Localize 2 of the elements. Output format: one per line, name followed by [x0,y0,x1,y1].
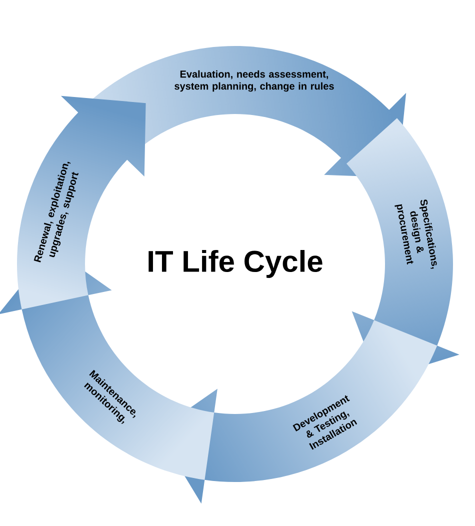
arc-arrow: Evaluation, needs assessment, system planning, change in rules [174,70,334,92]
title-text: IT Life Cycle [148,250,322,278]
